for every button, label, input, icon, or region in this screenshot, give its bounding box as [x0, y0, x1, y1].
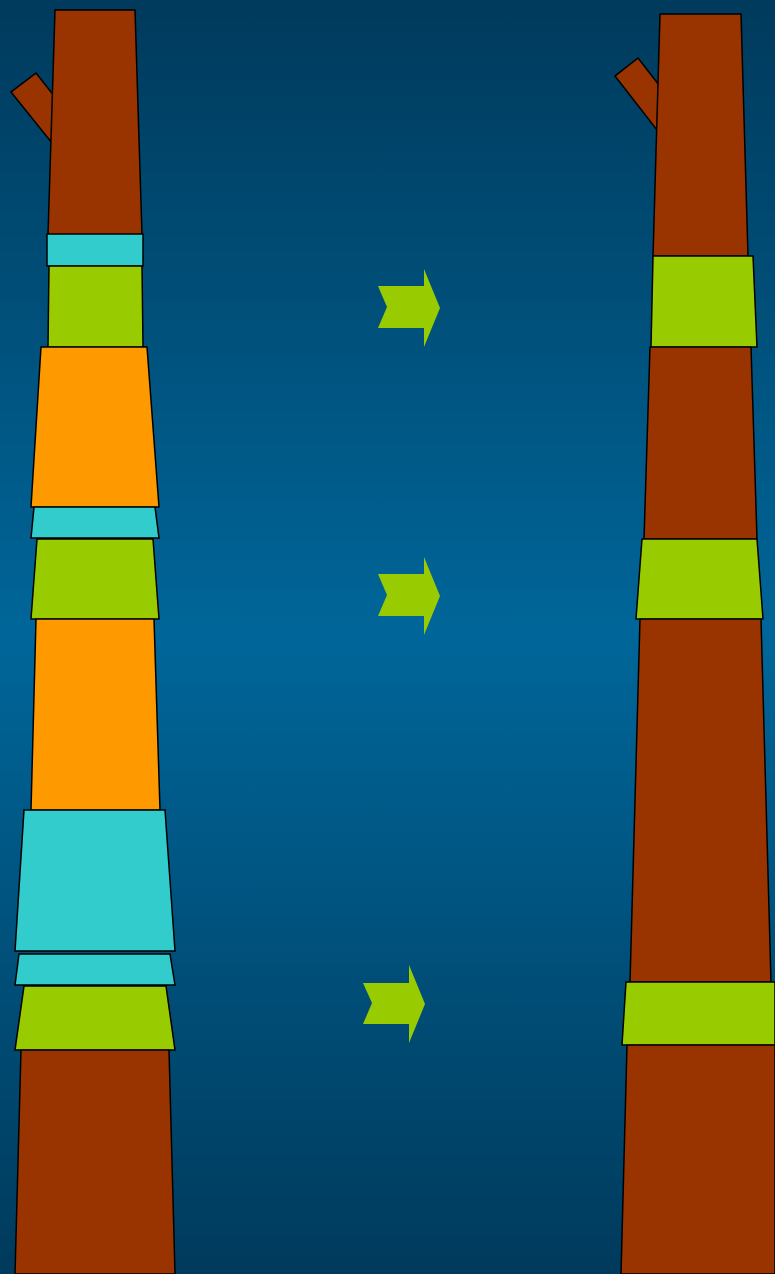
left-segment-green-1	[48, 266, 143, 347]
right-segment-brown-1	[653, 14, 748, 256]
left-segment-green-3	[15, 986, 175, 1050]
left-segment-orange-2	[31, 619, 160, 810]
right-segment-brown-3	[630, 619, 771, 982]
left-segment-cyan-4	[15, 954, 175, 985]
right-segment-brown-bottom	[621, 1045, 775, 1274]
right-segment-brown-2	[644, 347, 757, 539]
left-segment-brown-bottom	[15, 1050, 175, 1274]
left-segment-brown-top	[48, 10, 142, 235]
right-segment-green-2	[636, 539, 763, 619]
right-segment-green-3	[622, 982, 775, 1045]
left-segment-green-2	[31, 539, 159, 619]
left-segment-orange-1	[31, 347, 159, 507]
right-segment-green-1	[651, 256, 757, 347]
left-segment-cyan-3	[15, 810, 175, 951]
left-segment-cyan-2	[31, 507, 159, 538]
left-segment-cyan-1	[47, 234, 143, 266]
